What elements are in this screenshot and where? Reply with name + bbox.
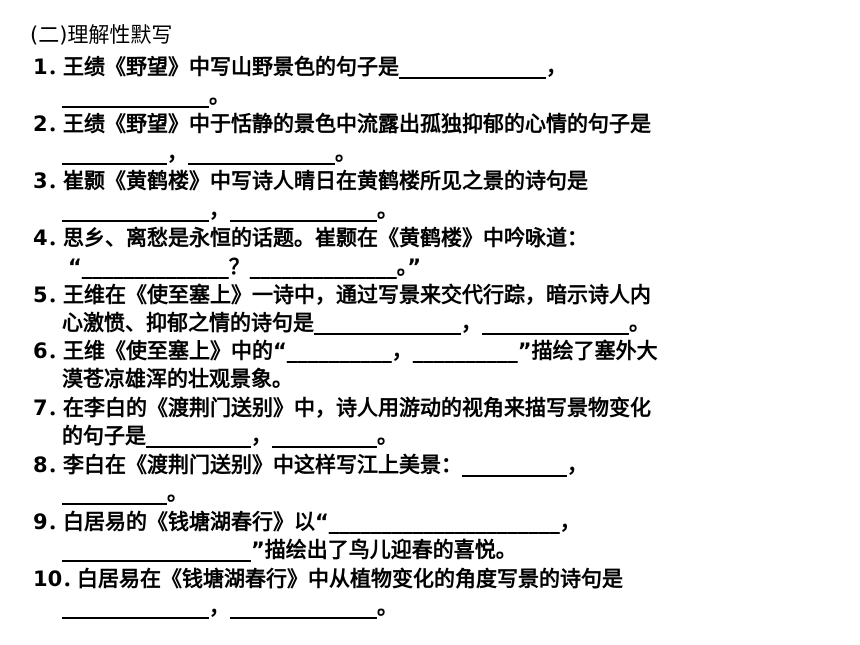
question-6-line-2: 漠苍凉雄浑的壮观景象。 bbox=[62, 367, 293, 391]
question-number: 6． bbox=[33, 339, 69, 363]
question-text: 白居易在《钱塘湖春行》中从植物变化的角度写景的诗句是 bbox=[77, 567, 623, 591]
question-3-line-1: 3．崔颢《黄鹤楼》中写诗人晴日在黄鹤楼所见之景的诗句是 bbox=[33, 168, 588, 195]
question-4-line-1: 4．思乡、离愁是永恒的话题。崔颢在《黄鹤楼》中吟咏道： bbox=[33, 225, 588, 252]
question-9-line-1: 9．白居易的《钱塘湖春行》以“______________________， bbox=[33, 509, 581, 536]
question-text: 白居易的《钱塘湖春行》以“______________________， bbox=[63, 510, 581, 534]
question-text: 王绩《野望》中于恬静的景色中流露出孤独抑郁的心情的句子是 bbox=[63, 112, 651, 136]
question-number: 8． bbox=[33, 453, 69, 477]
question-number: 4． bbox=[33, 226, 69, 250]
question-8-line-2: __________。 bbox=[62, 481, 188, 505]
question-number: 1． bbox=[33, 55, 69, 79]
question-1-line-2: ______________。 bbox=[62, 84, 230, 108]
question-text: 在李白的《渡荆门送别》中，诗人用游动的视角来描写景物变化 bbox=[63, 396, 651, 420]
question-6-line-1: 6．王维《使至塞上》中的“__________，__________”描绘了塞外… bbox=[33, 338, 658, 365]
question-10-line-2: ______________，______________。 bbox=[62, 595, 398, 619]
question-5-line-1: 5．王维在《使至塞上》一诗中，通过写景来交代行踪，暗示诗人内 bbox=[33, 282, 651, 309]
question-number: 2． bbox=[33, 112, 69, 136]
question-2-line-2: __________，______________。 bbox=[62, 141, 356, 165]
question-9-line-2: __________________”描绘出了鸟儿迎春的喜悦。 bbox=[62, 538, 517, 562]
question-text: 王维在《使至塞上》一诗中，通过写景来交代行踪，暗示诗人内 bbox=[63, 283, 651, 307]
question-number: 10． bbox=[33, 567, 84, 591]
question-number: 5． bbox=[33, 283, 69, 307]
question-text: 思乡、离愁是永恒的话题。崔颢在《黄鹤楼》中吟咏道： bbox=[63, 226, 588, 250]
question-4-line-2: “______________？______________。” bbox=[68, 255, 422, 279]
question-text: 王绩《野望》中写山野景色的句子是______________， bbox=[63, 55, 567, 79]
section-heading: (二)理解性默写 bbox=[30, 23, 173, 47]
question-text: 崔颢《黄鹤楼》中写诗人晴日在黄鹤楼所见之景的诗句是 bbox=[63, 169, 588, 193]
question-number: 7． bbox=[33, 396, 69, 420]
question-5-line-2: 心激愤、抑郁之情的诗句是______________，_____________… bbox=[62, 311, 650, 335]
question-7-line-2: 的句子是__________，__________。 bbox=[62, 424, 398, 448]
question-1-line-1: 1．王绩《野望》中写山野景色的句子是______________， bbox=[33, 54, 567, 81]
question-text: 王维《使至塞上》中的“__________，__________”描绘了塞外大 bbox=[63, 339, 658, 363]
question-3-line-2: ______________，______________。 bbox=[62, 198, 398, 222]
question-7-line-1: 7．在李白的《渡荆门送别》中，诗人用游动的视角来描写景物变化 bbox=[33, 395, 651, 422]
question-text: 李白在《渡荆门送别》中这样写江上美景：__________， bbox=[63, 453, 588, 477]
question-2-line-1: 2．王绩《野望》中于恬静的景色中流露出孤独抑郁的心情的句子是 bbox=[33, 111, 651, 138]
question-10-line-1: 10．白居易在《钱塘湖春行》中从植物变化的角度写景的诗句是 bbox=[33, 566, 623, 593]
question-8-line-1: 8．李白在《渡荆门送别》中这样写江上美景：__________， bbox=[33, 452, 588, 479]
question-number: 3． bbox=[33, 169, 69, 193]
question-number: 9． bbox=[33, 510, 69, 534]
